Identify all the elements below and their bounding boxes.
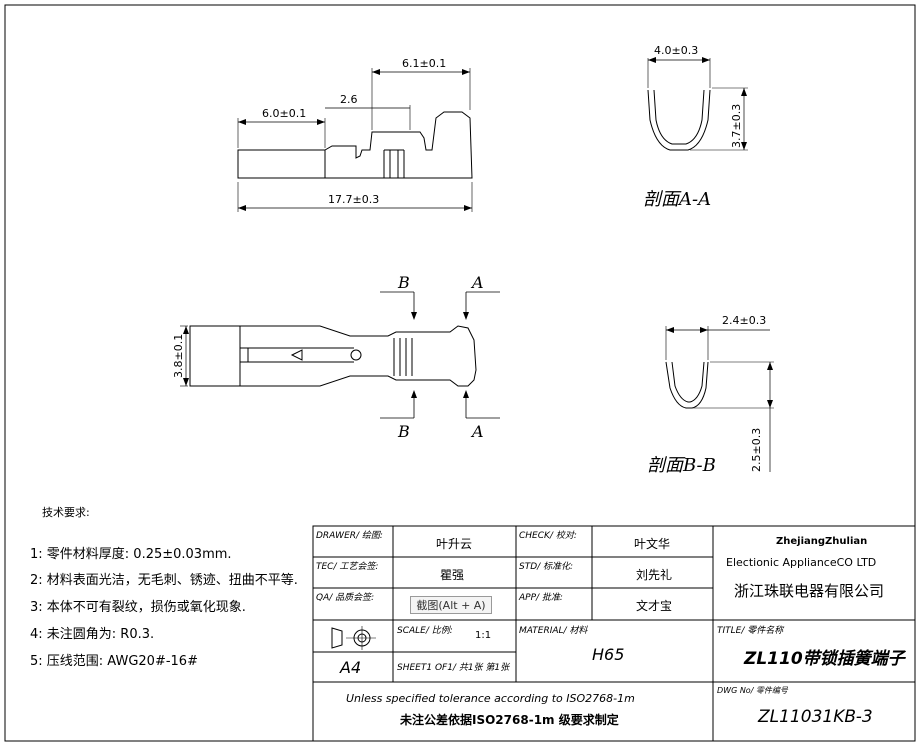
app-value: 文才宝 xyxy=(636,598,672,613)
note-4: 4: 未注圆角为: R0.3. xyxy=(30,627,154,642)
side-view-arrows xyxy=(238,69,472,211)
sheet-label: SHEET1 OF1/ 共1张 第1张 xyxy=(397,662,511,673)
company-short: ZhejiangZhulian xyxy=(776,536,867,547)
note-3: 3: 本体不可有裂纹，损伤或氧化现象. xyxy=(30,600,246,615)
company-cn: 浙江珠联电器有限公司 xyxy=(734,582,884,600)
std-label: STD/ 标准化: xyxy=(519,561,573,572)
qa-label: QA/ 品质会签: xyxy=(316,592,374,603)
dim-4-0: 4.0±0.3 xyxy=(654,44,698,57)
notes-title: 技术要求: xyxy=(42,506,90,519)
marker-b-bottom: B xyxy=(397,422,410,441)
section-a-a-label: 剖面A-A xyxy=(643,189,711,210)
screenshot-tooltip: 截图(Alt + A) xyxy=(410,596,492,614)
dim-3-8: 3.8±0.1 xyxy=(172,334,185,378)
paper-size: A4 xyxy=(339,658,361,677)
top-view-arrows xyxy=(183,312,469,398)
dim-2-6: 2.6 xyxy=(340,93,358,106)
dwg-label: DWG No/ 零件编号 xyxy=(717,686,789,695)
std-value: 刘先礼 xyxy=(636,567,672,582)
marker-a-bottom: A xyxy=(470,422,484,441)
section-a-a-arrows xyxy=(648,57,747,150)
dwg-number: ZL11031KB-3 xyxy=(757,707,873,727)
section-b-b-label: 剖面B-B xyxy=(647,455,716,476)
material-value: H65 xyxy=(592,645,624,664)
section-b-b-profile xyxy=(665,326,774,472)
company-en: Electionic ApplianceCO LTD xyxy=(726,556,876,569)
dim-17-7: 17.7±0.3 xyxy=(328,193,379,206)
scale-label: SCALE/ 比例: xyxy=(397,625,453,636)
check-label: CHECK/ 校对: xyxy=(519,530,577,541)
app-label: APP/ 批准: xyxy=(518,592,563,603)
dim-3-7: 3.7±0.3 xyxy=(730,104,743,148)
dim-6-1: 6.1±0.1 xyxy=(402,57,446,70)
note-2: 2: 材料表面光洁，无毛刺、锈迹、扭曲不平等. xyxy=(30,572,298,588)
title-block-grid xyxy=(312,525,916,742)
section-b-b-arrows xyxy=(666,327,773,408)
top-view xyxy=(180,291,500,419)
tolerance-cn: 未注公差依据ISO2768-1m 级要求制定 xyxy=(399,712,619,727)
tec-value: 瞿强 xyxy=(440,568,464,582)
dim-2-5: 2.5±0.3 xyxy=(750,428,763,472)
drawer-value: 叶升云 xyxy=(436,537,472,551)
side-view xyxy=(237,68,473,212)
tolerance-en: Unless specified tolerance according to … xyxy=(346,692,635,705)
marker-b-top: B xyxy=(397,273,410,292)
note-5: 5: 压线范围: AWG20#-16# xyxy=(30,654,198,669)
projection-symbol-icon xyxy=(331,626,376,650)
title-label: TITLE/ 零件名称 xyxy=(717,625,785,636)
note-1: 1: 零件材料厚度: 0.25±0.03mm. xyxy=(30,546,232,562)
tec-label: TEC/ 工艺会签: xyxy=(316,561,378,572)
drawer-label: DRAWER/ 绘图: xyxy=(316,530,383,541)
section-a-a-profile xyxy=(647,58,748,151)
scale-value: 1:1 xyxy=(475,630,491,641)
dim-2-4: 2.4±0.3 xyxy=(722,314,766,327)
check-value: 叶文华 xyxy=(634,536,670,551)
marker-a-top: A xyxy=(470,273,484,292)
dim-6-0: 6.0±0.1 xyxy=(262,107,306,120)
part-title: ZL110带锁插簧端子 xyxy=(743,649,907,669)
material-label: MATERIAL/ 材料 xyxy=(519,625,588,636)
